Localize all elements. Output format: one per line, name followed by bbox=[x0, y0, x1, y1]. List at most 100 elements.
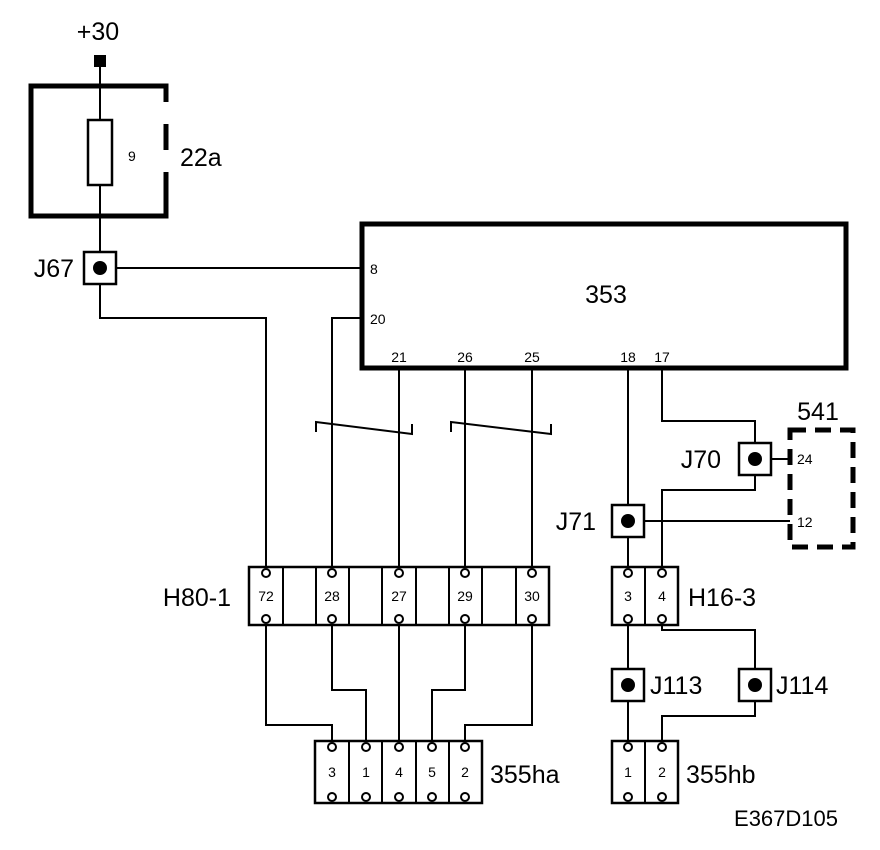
connector-pin-label: 30 bbox=[524, 588, 540, 604]
pin-17-label: 17 bbox=[654, 349, 670, 365]
connector-h16-3: 3 4 H16-3 bbox=[610, 565, 756, 627]
pin-hole-icon bbox=[427, 742, 437, 752]
pin-20-label: 20 bbox=[370, 311, 386, 327]
pin-hole-icon bbox=[527, 568, 537, 578]
pin-hole-icon bbox=[394, 568, 404, 578]
pin-8-label: 8 bbox=[370, 261, 378, 277]
connector-355ha: 3 1 4 5 2 355ha bbox=[313, 739, 560, 805]
connector-pin-label: 1 bbox=[362, 764, 370, 780]
junction-dot-icon bbox=[621, 514, 635, 528]
pin-hole-icon bbox=[427, 792, 437, 802]
module-353-outline bbox=[359, 221, 849, 371]
pin-12-label: 12 bbox=[797, 514, 813, 530]
pin-hole-icon bbox=[261, 614, 271, 624]
junction-j71: J71 bbox=[556, 503, 646, 539]
connector-pin-label: 29 bbox=[457, 588, 473, 604]
connector-pin-label: 4 bbox=[658, 588, 666, 604]
connector-pin-label: 28 bbox=[324, 588, 340, 604]
fuse-icon bbox=[86, 118, 114, 187]
module-541: 541 24 12 bbox=[787, 398, 856, 550]
connector-355hb-label: 355hb bbox=[686, 761, 756, 789]
pin-hole-icon bbox=[327, 792, 337, 802]
wire-pin17-j70 bbox=[661, 368, 756, 443]
pin-21-label: 21 bbox=[391, 349, 407, 365]
pin-hole-icon bbox=[394, 614, 404, 624]
wire-h80-30-355ha-2 bbox=[464, 620, 533, 746]
junction-j114: J114 bbox=[737, 667, 828, 703]
wire-pin20-h80-28 bbox=[331, 317, 360, 572]
pin-hole-icon bbox=[657, 792, 667, 802]
twisted-pair-marker-2 bbox=[450, 420, 552, 436]
junction-j67: J67 bbox=[34, 250, 118, 286]
fuse-number: 9 bbox=[128, 148, 136, 164]
pin-24-label: 24 bbox=[797, 451, 813, 467]
pin-hole-icon bbox=[623, 742, 633, 752]
junction-j113-label: J113 bbox=[650, 672, 702, 700]
pin-hole-icon bbox=[361, 792, 371, 802]
junction-dot-icon bbox=[621, 678, 635, 692]
connector-pin-label: 72 bbox=[258, 588, 274, 604]
junction-dot-icon bbox=[93, 261, 107, 275]
junction-j67-label: J67 bbox=[34, 255, 74, 283]
connector-pin-label: 27 bbox=[391, 588, 407, 604]
pin-hole-icon bbox=[261, 568, 271, 578]
pin-hole-icon bbox=[394, 792, 404, 802]
pin-hole-icon bbox=[657, 614, 667, 624]
junction-j114-label: J114 bbox=[776, 672, 828, 700]
connector-pin-label: 3 bbox=[624, 588, 632, 604]
junction-j70: J70 bbox=[681, 441, 773, 477]
pin-26-label: 26 bbox=[457, 349, 473, 365]
connector-h80-1-label: H80-1 bbox=[163, 584, 231, 612]
module-541-outline bbox=[787, 427, 856, 550]
wires bbox=[99, 62, 790, 746]
fuse-box-label: 22a bbox=[180, 144, 222, 172]
junction-dot-icon bbox=[748, 452, 762, 466]
connector-355hb: 1 2 355hb bbox=[610, 739, 756, 805]
pin-hole-icon bbox=[460, 792, 470, 802]
connector-pin-label: 3 bbox=[328, 764, 336, 780]
pin-hole-icon bbox=[657, 568, 667, 578]
pin-18-label: 18 bbox=[620, 349, 636, 365]
pin-hole-icon bbox=[460, 568, 470, 578]
module-353: 353 8 20 21 26 25 18 17 bbox=[359, 221, 849, 371]
pin-hole-icon bbox=[394, 742, 404, 752]
connector-pin-label: 2 bbox=[658, 764, 666, 780]
connector-pin-label: 2 bbox=[461, 764, 469, 780]
wire-j70-h16-4 bbox=[661, 475, 756, 572]
pin-hole-icon bbox=[361, 742, 371, 752]
junction-dot-icon bbox=[748, 678, 762, 692]
module-353-label: 353 bbox=[585, 281, 627, 309]
wire-h80-29-355ha-5 bbox=[431, 620, 466, 746]
wire-h80-72-355ha-3 bbox=[265, 620, 333, 746]
junction-j113: J113 bbox=[610, 667, 702, 703]
connector-pin-label: 5 bbox=[428, 764, 436, 780]
junction-j70-label: J70 bbox=[681, 446, 721, 474]
pin-25-label: 25 bbox=[524, 349, 540, 365]
module-541-label: 541 bbox=[797, 398, 839, 426]
junction-j70-box bbox=[737, 441, 773, 477]
pin-hole-icon bbox=[527, 614, 537, 624]
connector-pin-label: 1 bbox=[624, 764, 632, 780]
supply-terminal-icon bbox=[94, 55, 106, 67]
pin-hole-icon bbox=[327, 742, 337, 752]
pin-hole-icon bbox=[623, 792, 633, 802]
fuse-box: 9 22a bbox=[28, 83, 222, 219]
pin-hole-icon bbox=[623, 568, 633, 578]
figure-code: E367D105 bbox=[734, 806, 838, 831]
supply-label: +30 bbox=[77, 18, 119, 46]
twisted-pair-marker-1 bbox=[315, 420, 413, 436]
pin-hole-icon bbox=[623, 614, 633, 624]
wire-h16-4-j114 bbox=[661, 620, 756, 669]
connector-h80-1: 72 28 27 29 30 H80-1 bbox=[163, 565, 551, 627]
pin-hole-icon bbox=[327, 568, 337, 578]
wire-j67-h80-72 bbox=[99, 284, 267, 572]
connector-355ha-label: 355ha bbox=[490, 761, 560, 789]
connector-h16-3-label: H16-3 bbox=[688, 584, 756, 612]
connector-pin-label: 4 bbox=[395, 764, 403, 780]
wire-h80-28-355ha-1 bbox=[331, 620, 367, 746]
wire-j114-355hb-2 bbox=[661, 701, 756, 746]
junction-j71-label: J71 bbox=[556, 508, 596, 536]
fuse-box-outline bbox=[28, 83, 169, 219]
pin-hole-icon bbox=[327, 614, 337, 624]
